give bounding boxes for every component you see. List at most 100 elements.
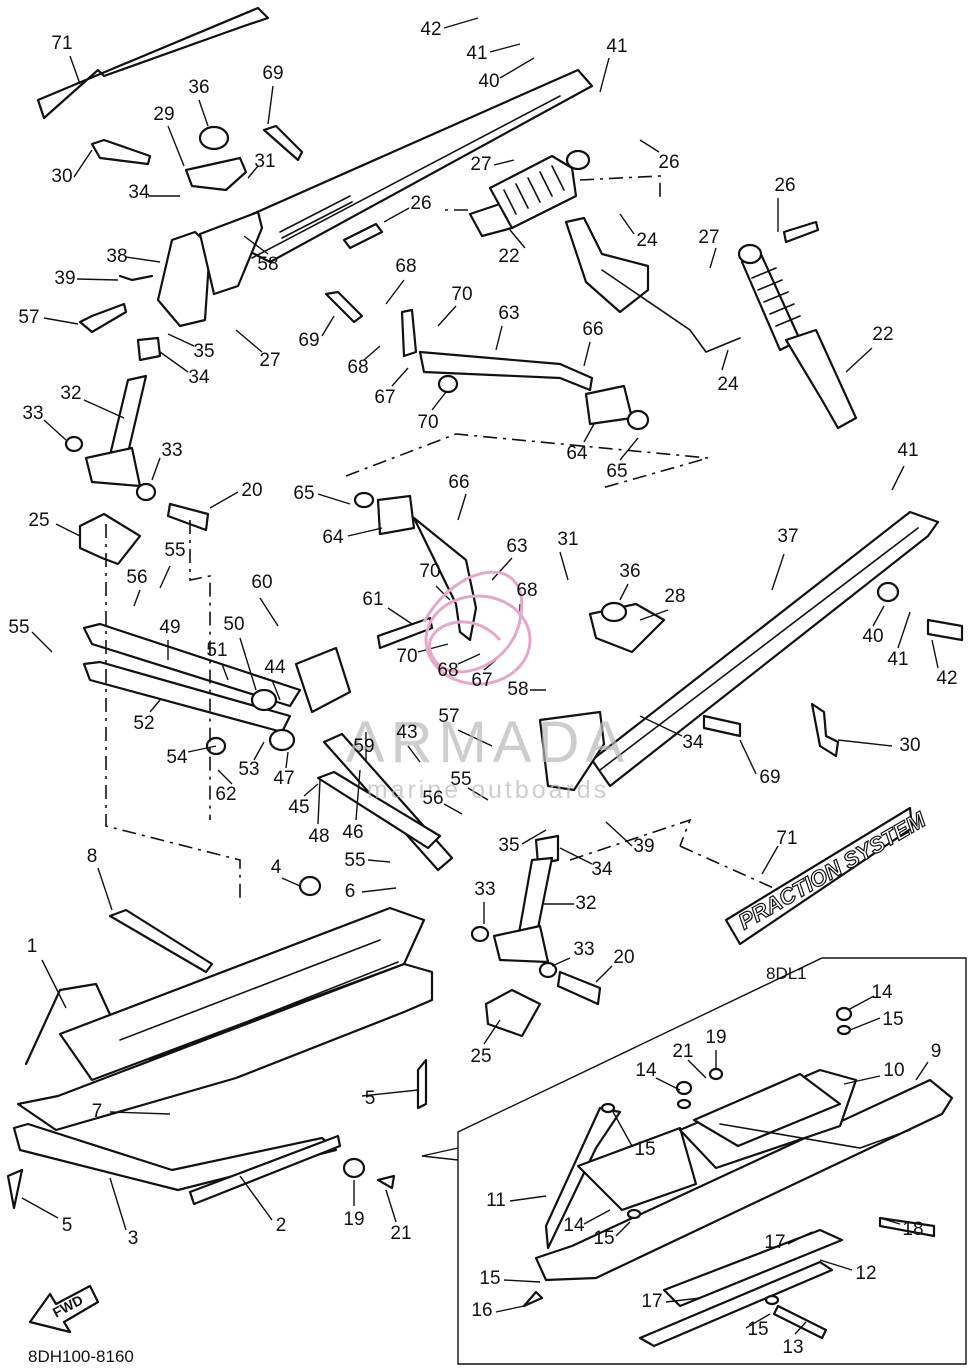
callout-c33d: 33 xyxy=(573,939,594,960)
callout-c29: 29 xyxy=(153,104,174,125)
callout-c17b: 17 xyxy=(641,1291,662,1312)
callout-c43: 43 xyxy=(396,722,417,743)
callout-c37: 37 xyxy=(777,526,798,547)
callout-c68b: 68 xyxy=(347,357,368,378)
callout-c15e: 15 xyxy=(747,1319,768,1340)
callout-c67a: 67 xyxy=(374,387,395,408)
watermark: ARMADA marine outboards xyxy=(346,570,630,804)
callout-c45: 45 xyxy=(288,797,309,818)
callout-c27b: 27 xyxy=(470,154,491,175)
callout-c54: 54 xyxy=(166,747,188,768)
callout-c35a: 35 xyxy=(193,341,214,362)
callout-c15b: 15 xyxy=(634,1139,655,1160)
callout-c22a: 22 xyxy=(498,246,519,267)
callout-c70c: 70 xyxy=(419,561,440,582)
callout-c22b: 22 xyxy=(872,324,893,345)
callout-c31b: 31 xyxy=(557,529,578,550)
callout-c34d: 34 xyxy=(591,859,613,880)
callout-c67b: 67 xyxy=(471,670,492,691)
inset-frame xyxy=(457,957,967,1365)
callout-c7: 7 xyxy=(92,1101,103,1122)
callout-c55a: 55 xyxy=(164,540,185,561)
callout-c51: 51 xyxy=(206,640,227,661)
callout-c12: 12 xyxy=(855,1263,876,1284)
callout-c71a: 71 xyxy=(51,33,72,54)
callout-c58b: 58 xyxy=(507,679,528,700)
watermark-brand: ARMADA xyxy=(346,710,630,775)
tie-rod-upper xyxy=(82,622,302,708)
callout-c26c: 26 xyxy=(774,175,795,196)
callout-c41b: 41 xyxy=(606,36,627,57)
callout-c70d: 70 xyxy=(396,646,417,667)
callout-c19a: 19 xyxy=(705,1027,726,1048)
drawing-code: 8DH100-8160 xyxy=(28,1347,134,1366)
callout-c63a: 63 xyxy=(498,303,519,324)
callout-c13: 13 xyxy=(782,1337,803,1358)
callout-c65a: 65 xyxy=(606,461,627,482)
line-art: PRACTION SYSTEM xyxy=(6,6,967,1365)
callout-c41d: 41 xyxy=(887,649,908,670)
callout-c30a: 30 xyxy=(51,166,72,187)
callout-c33b: 33 xyxy=(161,440,182,461)
callout-c4: 4 xyxy=(271,857,282,878)
callout-c14b: 14 xyxy=(635,1060,657,1081)
callout-c65b: 65 xyxy=(293,483,314,504)
callout-c32b: 32 xyxy=(575,893,596,914)
callout-c57a: 57 xyxy=(18,307,39,328)
callout-c33c: 33 xyxy=(474,879,495,900)
callout-c41a: 41 xyxy=(466,43,487,64)
callout-c36b: 36 xyxy=(619,561,640,582)
callout-c69c: 69 xyxy=(759,767,780,788)
callout-c24a: 24 xyxy=(636,230,658,251)
callout-c25b: 25 xyxy=(470,1046,491,1067)
shock-absorber-right xyxy=(740,250,802,352)
callout-c35b: 35 xyxy=(498,835,519,856)
callout-c55b: 55 xyxy=(8,617,29,638)
callout-c64b: 64 xyxy=(322,527,344,548)
callout-c20a: 20 xyxy=(241,480,262,501)
callout-c32a: 32 xyxy=(60,383,81,404)
callout-c27c: 27 xyxy=(698,227,719,248)
callout-c56b: 56 xyxy=(422,788,443,809)
callout-c6: 6 xyxy=(345,881,356,902)
steering-arm-lower xyxy=(590,510,940,788)
callout-c34b: 34 xyxy=(188,367,210,388)
callout-c64a: 64 xyxy=(566,443,588,464)
callout-c55d: 55 xyxy=(344,850,365,871)
callout-c66a: 66 xyxy=(582,319,603,340)
callout-c28: 28 xyxy=(664,586,685,607)
callout-c44: 44 xyxy=(264,657,286,678)
callout-c15a: 15 xyxy=(882,1009,903,1030)
watermark-logo-mark xyxy=(422,570,532,686)
callout-c55c: 55 xyxy=(450,769,471,790)
callout-c39b: 39 xyxy=(633,836,654,857)
tie-rod-lower xyxy=(82,660,292,734)
callout-c60: 60 xyxy=(251,572,272,593)
callout-c18: 18 xyxy=(902,1219,923,1240)
callout-c40a: 40 xyxy=(478,71,499,92)
callout-c2: 2 xyxy=(276,1215,287,1236)
callout-c9: 9 xyxy=(931,1041,942,1062)
callout-c33a: 33 xyxy=(22,403,43,424)
callout-c66b: 66 xyxy=(448,472,469,493)
callout-c11: 11 xyxy=(486,1190,506,1211)
callout-c34a: 34 xyxy=(128,182,150,203)
callout-c21b: 21 xyxy=(390,1223,411,1244)
callout-c49: 49 xyxy=(159,617,180,638)
callout-c59: 59 xyxy=(353,736,374,757)
callout-c25a: 25 xyxy=(28,510,49,531)
callout-c63b: 63 xyxy=(506,536,527,557)
callout-c27a: 27 xyxy=(259,350,280,371)
callout-c69a: 69 xyxy=(262,63,283,84)
callout-c69b: 69 xyxy=(298,330,319,351)
callout-c38: 38 xyxy=(106,246,127,267)
callout-c8: 8 xyxy=(87,846,98,867)
callout-c68a: 68 xyxy=(395,256,416,277)
callout-c68d: 68 xyxy=(437,660,458,681)
callout-c16: 16 xyxy=(471,1300,492,1321)
callout-c48: 48 xyxy=(308,826,329,847)
callout-c14a: 14 xyxy=(871,982,893,1003)
callout-c26a: 26 xyxy=(658,152,679,173)
callout-c21a: 21 xyxy=(672,1041,693,1062)
callout-c20b: 20 xyxy=(613,947,634,968)
